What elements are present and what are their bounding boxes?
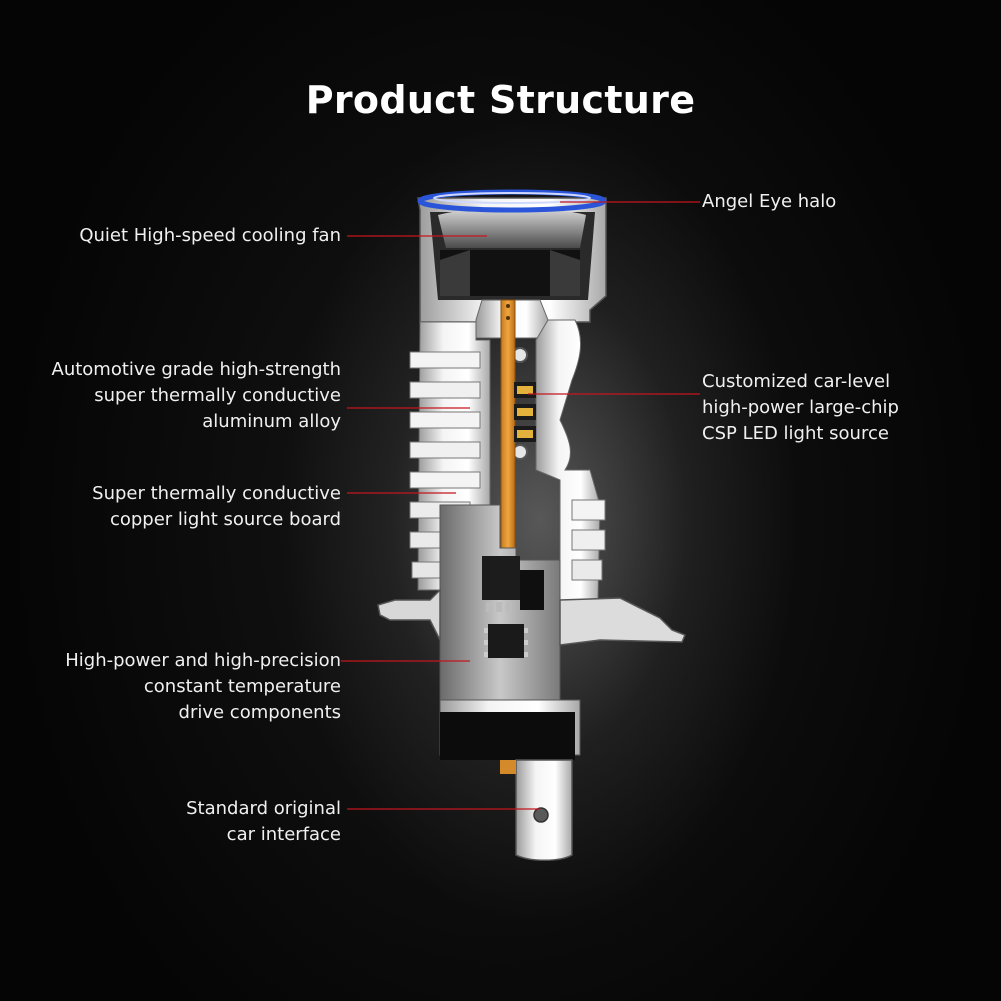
led-chips [514, 382, 536, 442]
label-line: Customized car-level [702, 371, 891, 392]
right-heatsink [512, 319, 606, 601]
label-line: Angel Eye halo [702, 191, 837, 212]
label-copper-board: Super thermally conductive copper light … [92, 481, 341, 533]
label-led-source: Customized car-level high-power large-ch… [702, 369, 899, 447]
driver-body [439, 504, 561, 709]
label-cooling-fan: Quiet High-speed cooling fan [79, 223, 341, 249]
label-line: Standard original [186, 798, 341, 819]
label-drive-components: High-power and high-precision constant t… [65, 648, 341, 726]
label-car-interface: Standard original car interface [186, 796, 341, 848]
connector-tab [500, 759, 573, 861]
label-line: High-power and high-precision [65, 650, 341, 671]
copper-board [500, 299, 516, 549]
angel-eye-halo [417, 189, 607, 213]
label-line: Quiet High-speed cooling fan [79, 225, 341, 246]
label-line: CSP LED light source [702, 423, 889, 444]
label-line: aluminum alloy [202, 411, 341, 432]
label-line: drive components [178, 702, 341, 723]
label-line: constant temperature [143, 676, 341, 697]
label-line: super thermally conductive [94, 385, 341, 406]
label-line: car interface [226, 824, 341, 845]
leader-lines [341, 201, 700, 810]
label-line: copper light source board [109, 509, 341, 530]
label-line: Automotive grade high-strength [51, 359, 341, 380]
fan-housing [417, 197, 607, 323]
label-aluminum-alloy: Automotive grade high-strength super the… [52, 357, 341, 435]
base-block [439, 699, 581, 760]
label-line: Super thermally conductive [92, 483, 341, 504]
mounting-flange [377, 588, 686, 646]
label-angel-eye: Angel Eye halo [702, 189, 836, 215]
page-title: Product Structure [305, 78, 696, 122]
label-line: high-power large-chip [702, 397, 899, 418]
